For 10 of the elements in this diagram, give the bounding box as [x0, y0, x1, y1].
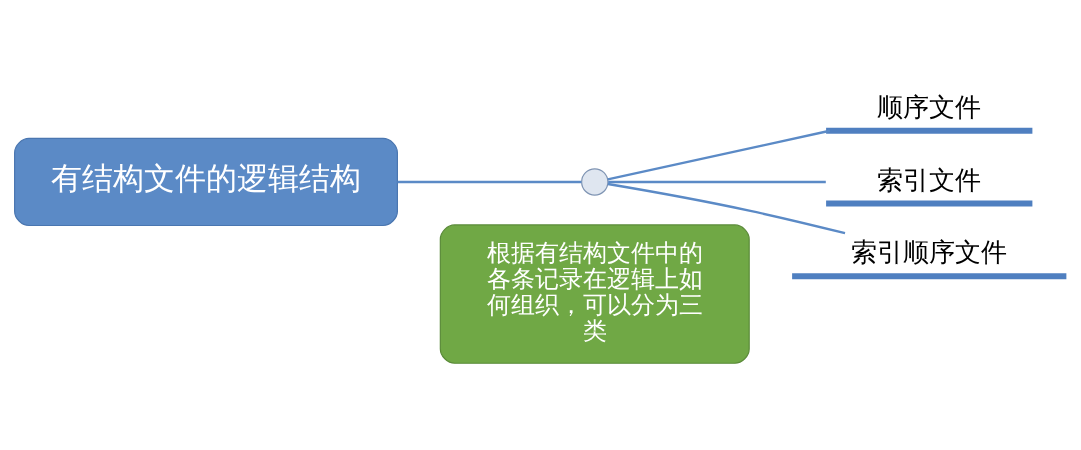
node-box: 根据有结构文件中的各条记录在逻辑上如何组织，可以分为三类 — [439, 223, 750, 364]
node-circle — [581, 167, 609, 196]
node-text: 索引文件 — [877, 164, 982, 195]
node-text: 顺序文件 — [877, 91, 982, 122]
node-box: 有结构文件的逻辑结构 — [14, 137, 398, 226]
node-text: 索引顺序文件 — [851, 236, 1008, 267]
connector — [397, 180, 582, 183]
connector — [607, 129, 831, 181]
connector — [607, 182, 846, 234]
connector — [608, 180, 826, 183]
